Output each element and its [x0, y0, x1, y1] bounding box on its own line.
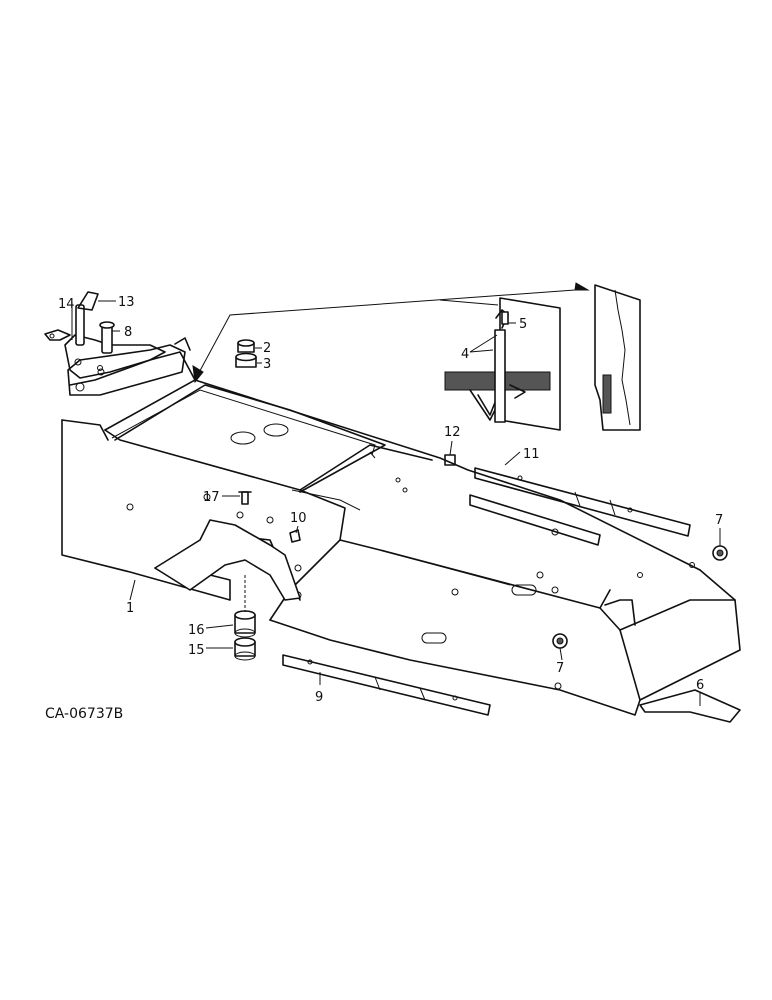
bolt-17 [238, 491, 252, 505]
cap-3 [235, 352, 257, 368]
mount-16 [234, 610, 256, 638]
callout-7-lower: 7 [556, 661, 564, 676]
clip-10 [289, 529, 301, 543]
callout-4: 4 [461, 347, 469, 362]
pin-8 [99, 321, 115, 354]
callout-11: 11 [523, 447, 540, 462]
callout-2: 2 [263, 341, 271, 356]
nut-7-lower [552, 633, 568, 649]
callout-15: 15 [188, 643, 205, 658]
callout-12: 12 [444, 425, 461, 440]
clip-14 [44, 329, 71, 341]
main-frame [61, 337, 741, 716]
plate-6 [639, 689, 741, 723]
callout-17: 17 [203, 490, 220, 505]
callout-6: 6 [696, 678, 704, 693]
figure-id: CA-06737B [45, 706, 123, 722]
strip-11 [474, 467, 691, 537]
rear-bracket-plate [64, 334, 166, 379]
callout-8: 8 [124, 325, 132, 340]
callout-10: 10 [290, 511, 307, 526]
nut-7-upper [712, 545, 728, 561]
strip-9 [282, 654, 491, 716]
callout-14: 14 [58, 297, 75, 312]
callout-16: 16 [188, 623, 205, 638]
hitch-pin-13 [75, 291, 99, 346]
leader-lines [71, 300, 721, 706]
callout-3: 3 [263, 357, 271, 372]
detail-arrow [192, 282, 590, 384]
callout-9: 9 [315, 690, 323, 705]
callout-7-upper: 7 [715, 513, 723, 528]
mount-15 [234, 637, 256, 661]
callout-1: 1 [126, 601, 134, 616]
cap-2 [237, 339, 255, 353]
clip-12 [444, 454, 456, 466]
callout-13: 13 [118, 295, 135, 310]
callout-5: 5 [519, 317, 527, 332]
detail-inset [439, 284, 641, 431]
